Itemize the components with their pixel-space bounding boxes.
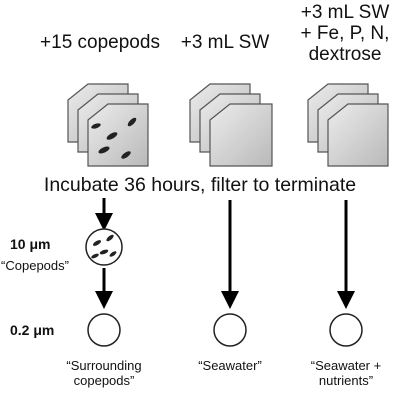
incubate-instruction: Incubate 36 hours, filter to terminate — [43, 174, 357, 196]
copepod-mark — [98, 146, 110, 154]
filter-10um — [85, 228, 123, 266]
filter-size-10um: 10 μm — [10, 236, 51, 252]
copepod-mark — [106, 132, 118, 140]
column-1-caption-line-2: copepods” — [73, 373, 135, 388]
filter-02um-col2 — [213, 313, 247, 347]
copepod-mark — [121, 151, 131, 159]
vial-front — [209, 103, 273, 167]
column-2-title-line: +3 mL SW — [180, 32, 270, 53]
column-3-caption: “Seawater + nutrients” — [296, 358, 396, 388]
filter-size-02um: 0.2 μm — [10, 322, 55, 338]
column-1-title: +15 copepods — [22, 32, 178, 53]
column-3-title-line-1: +3 mL SW — [300, 2, 390, 23]
copepod-mark — [106, 234, 114, 242]
vial-front — [87, 103, 149, 167]
copepod-mark — [92, 240, 102, 246]
copepod-mark — [91, 253, 99, 259]
column-3-title: +3 mL SW + Fe, P, N, dextrose — [285, 2, 400, 65]
column-2-caption: “Seawater” — [180, 358, 280, 373]
column-3-title-line-2: + Fe, P, N, — [300, 23, 390, 44]
copepod-vial-stack — [67, 83, 149, 167]
seawater-vial-stack — [189, 83, 273, 167]
copepod-mark — [127, 117, 137, 127]
filter-02um-col3 — [329, 313, 363, 347]
copepod-mark — [109, 251, 117, 257]
column-1-title-line: +15 copepods — [40, 32, 160, 53]
column-2-caption-line-1: “Seawater” — [198, 358, 262, 373]
copepod-mark — [91, 123, 101, 129]
filter-10um-caption: “Copepods” — [1, 258, 69, 273]
column-1-caption-line-1: “Surrounding — [66, 358, 142, 373]
nutrients-vial-stack — [307, 83, 389, 167]
column-2-title: +3 mL SW — [165, 32, 285, 53]
column-3-title-line-3: dextrose — [308, 44, 382, 65]
filter-02um-col1 — [87, 313, 121, 347]
column-3-caption-line-2: nutrients” — [318, 373, 374, 388]
vial-front — [327, 103, 389, 167]
column-1-caption: “Surrounding copepods” — [44, 358, 164, 388]
column-3-caption-line-1: “Seawater + — [310, 358, 382, 373]
copepod-mark — [99, 249, 109, 255]
